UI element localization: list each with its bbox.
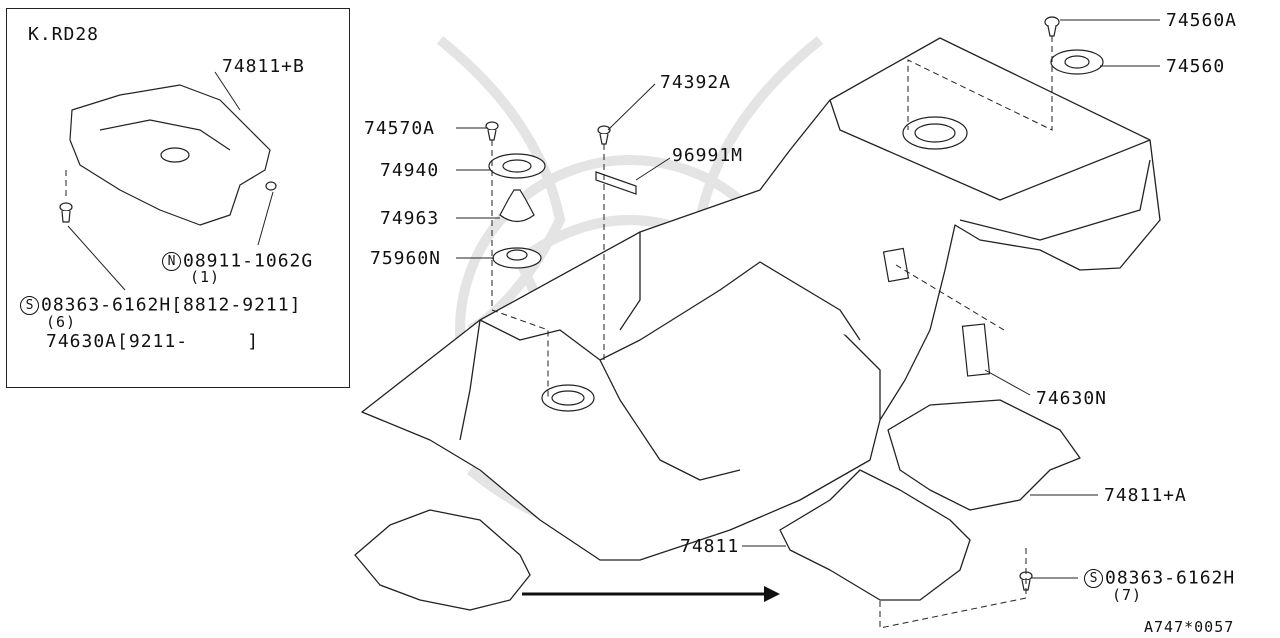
n-symbol: N xyxy=(162,252,181,271)
diagram-code: A747*0057 xyxy=(1144,618,1235,636)
inset-drawing xyxy=(59,84,277,226)
label-74811A: 74811+A xyxy=(1104,485,1187,506)
label-74630N: 74630N xyxy=(1036,388,1108,409)
bolt-part: 08363-6162H xyxy=(1105,567,1236,589)
inset-frame xyxy=(6,8,350,388)
note-s-part: 08363-6162H[8812-9211] xyxy=(41,294,302,316)
small-parts xyxy=(485,16,1104,591)
label-74811B: 74811+B xyxy=(222,56,305,77)
label-74963: 74963 xyxy=(380,208,440,229)
undercovers xyxy=(354,399,1081,611)
label-74560: 74560 xyxy=(1166,56,1226,77)
note-74630A: 74630A[9211- ] xyxy=(46,331,260,352)
s-symbol: S xyxy=(20,296,39,315)
label-96991M: 96991M xyxy=(672,145,744,166)
label-74570A: 74570A xyxy=(364,118,436,139)
bolt-qty: (7) xyxy=(1112,586,1143,604)
inset-title: K.RD28 xyxy=(28,24,100,45)
label-75960N: 75960N xyxy=(370,248,442,269)
label-74940: 74940 xyxy=(380,160,440,181)
note-n-qty: (1) xyxy=(190,268,221,286)
label-74392A: 74392A xyxy=(660,72,732,93)
note-s-qty: (6) xyxy=(46,313,77,331)
leader-lines xyxy=(67,19,1160,579)
label-74560A: 74560A xyxy=(1166,10,1238,31)
note-n-part: 08911-1062G xyxy=(183,250,314,272)
floor-holes xyxy=(541,116,968,412)
forward-arrow xyxy=(522,586,780,602)
bolt-s-symbol: S xyxy=(1084,569,1103,588)
dashed-guides xyxy=(65,36,1053,629)
label-74811: 74811 xyxy=(680,536,740,557)
floor-panel xyxy=(361,37,1161,561)
